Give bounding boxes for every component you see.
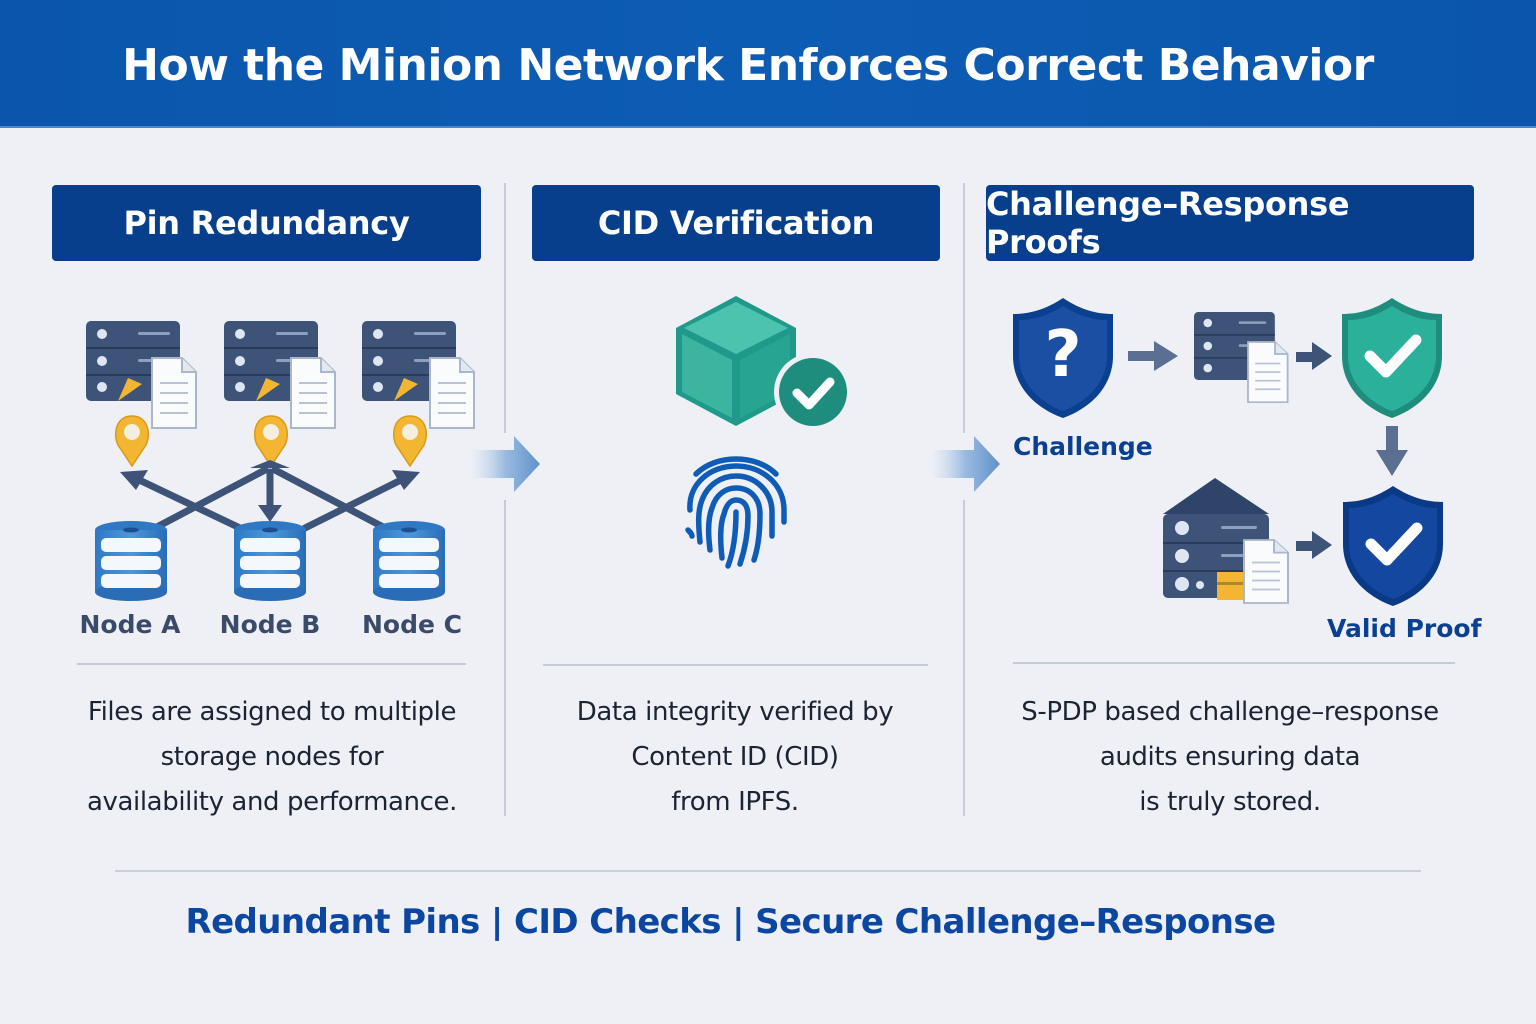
document-icon <box>290 357 336 429</box>
footer-tagline: Redundant Pins | CID Checks | Secure Cha… <box>185 902 1277 942</box>
arrow-right-icon <box>1128 341 1178 371</box>
column-title-challenge-response: Challenge–Response Proofs <box>986 185 1474 261</box>
location-pin-icon <box>253 415 289 467</box>
challenge-response-description: S-PDP based challenge–response audits en… <box>1021 697 1439 817</box>
challenge-response-diagram: ? <box>1013 298 1443 606</box>
pin-redundancy-description: Files are assigned to multiple storage n… <box>86 697 457 817</box>
column-divider <box>504 500 506 816</box>
section-rule <box>1013 662 1455 664</box>
replication-arrows <box>131 466 409 532</box>
check-shield-icon <box>1342 298 1442 418</box>
check-badge-icon <box>774 353 852 431</box>
cid-verification-description: Data integrity verified by Content ID (C… <box>576 697 894 817</box>
upload-arrow-icon <box>394 378 418 401</box>
column-divider <box>504 183 506 433</box>
upload-arrow-icon <box>118 378 142 401</box>
document-icon <box>1247 341 1289 404</box>
column-divider <box>963 183 965 433</box>
database-icon <box>234 521 306 601</box>
column-title-cid-verification: CID Verification <box>532 185 940 261</box>
document-icon <box>151 357 197 429</box>
node-label-c: Node C <box>362 610 462 639</box>
valid-proof-label: Valid Proof <box>1327 614 1482 643</box>
arrow-right-icon <box>1296 342 1332 370</box>
flow-arrow-icon <box>470 436 540 492</box>
arrow-right-icon <box>1296 531 1332 559</box>
document-icon <box>1243 539 1289 604</box>
header-banner: How the Minion Network Enforces Correct … <box>0 0 1536 128</box>
location-pin-icon <box>114 415 150 467</box>
fingerprint-icon <box>685 456 787 569</box>
footer-rule <box>115 870 1421 872</box>
question-shield-icon: ? <box>1013 298 1113 418</box>
upload-arrow-icon <box>256 378 280 401</box>
database-icon <box>373 521 445 601</box>
check-shield-icon <box>1343 486 1443 606</box>
node-label-b: Node B <box>219 610 321 639</box>
challenge-label: Challenge <box>1013 432 1153 461</box>
location-pin-icon <box>392 415 428 467</box>
svg-text:?: ? <box>1044 318 1081 392</box>
column-divider <box>963 500 965 816</box>
section-rule <box>543 664 928 666</box>
pin-redundancy-diagram <box>86 321 475 601</box>
cube-icon <box>676 296 852 431</box>
arrow-down-icon <box>1376 426 1408 476</box>
page-title: How the Minion Network Enforces Correct … <box>122 40 1374 91</box>
section-rule <box>77 663 466 665</box>
node-label-a: Node A <box>79 610 181 639</box>
column-title-pin-redundancy: Pin Redundancy <box>52 185 481 261</box>
database-icon <box>95 521 167 601</box>
flow-arrow-icon <box>930 436 1000 492</box>
document-icon <box>429 357 475 429</box>
